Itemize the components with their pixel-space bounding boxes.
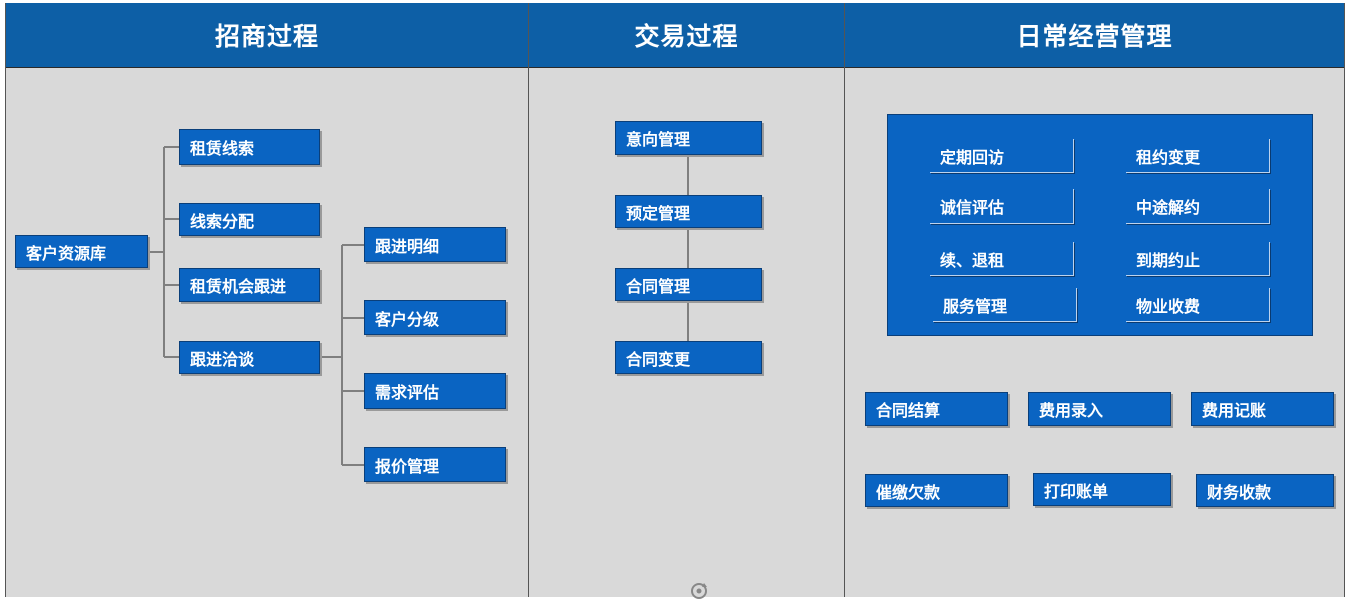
node-ops-panel-7: 服务管理 (933, 288, 1077, 322)
column-title-trade: 交易过程 (529, 3, 844, 68)
node-ops-panel-3: 诚信评估 (930, 189, 1074, 224)
node-level1-2: 线索分配 (179, 203, 320, 236)
node-ops-panel-1: 定期回访 (930, 139, 1074, 173)
node-level2-2: 客户分级 (364, 300, 506, 335)
node-ops-panel-6: 到期约止 (1126, 242, 1270, 276)
node-level2-4: 报价管理 (364, 447, 506, 482)
node-finance-5: 打印账单 (1033, 473, 1171, 506)
node-level1-3: 租赁机会跟进 (179, 268, 320, 302)
node-trade-1: 意向管理 (615, 121, 762, 155)
node-level2-3: 需求评估 (364, 373, 506, 409)
node-level1-4: 跟进洽谈 (179, 341, 320, 374)
node-finance-1: 合同结算 (865, 392, 1008, 426)
node-ops-panel-4: 中途解约 (1126, 189, 1270, 224)
node-finance-3: 费用记账 (1191, 392, 1334, 426)
node-ops-panel-5: 续、退租 (930, 242, 1074, 276)
node-ops-panel-2: 租约变更 (1126, 139, 1270, 173)
node-level2-1: 跟进明细 (364, 227, 506, 262)
node-ops-panel-8: 物业收费 (1126, 288, 1270, 322)
node-finance-2: 费用录入 (1028, 392, 1171, 426)
column-title-ops: 日常经营管理 (845, 3, 1344, 68)
reload-icon (691, 583, 707, 599)
column-title-recruit: 招商过程 (6, 3, 528, 68)
node-finance-6: 财务收款 (1196, 474, 1334, 507)
node-trade-2: 预定管理 (615, 195, 762, 228)
node-trade-4: 合同变更 (615, 341, 762, 374)
node-root: 客户资源库 (15, 235, 148, 268)
node-finance-4: 催缴欠款 (865, 474, 1008, 507)
node-level1-1: 租赁线索 (179, 129, 320, 165)
node-trade-3: 合同管理 (615, 268, 762, 301)
